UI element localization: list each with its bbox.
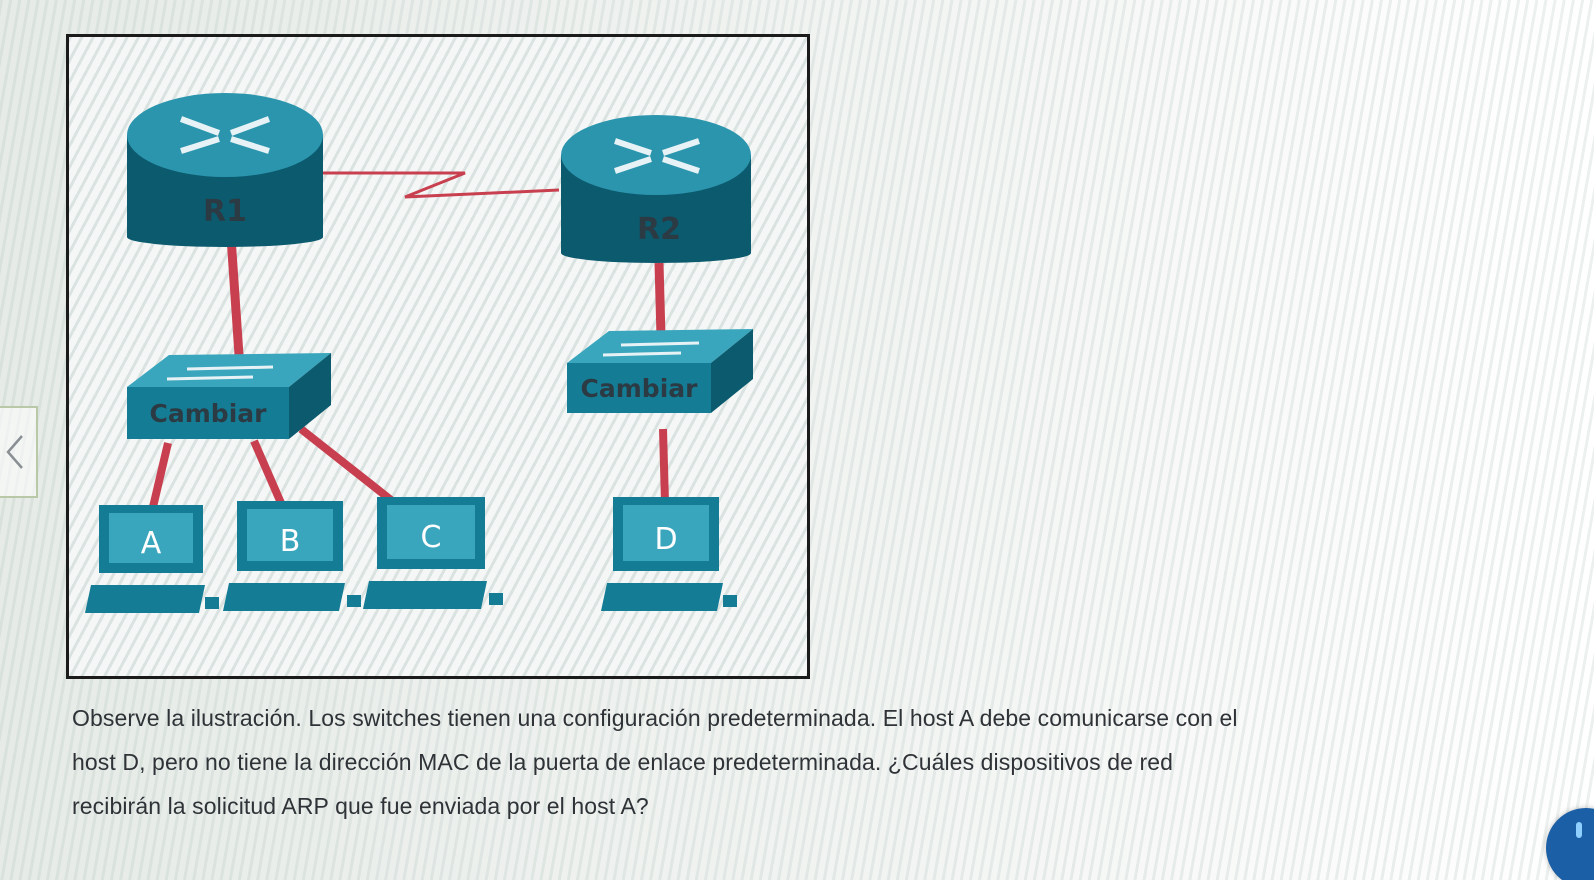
switch-label: Cambiar [581, 374, 699, 403]
host-d: D [601, 497, 737, 611]
question-line-3: recibirán la solicitud ARP que fue envia… [72, 793, 649, 819]
router-r2: R2 [561, 115, 751, 263]
link-switch-host-a [149, 442, 172, 508]
switch-2: Cambiar [567, 329, 753, 413]
switch-arrows-icon [166, 365, 274, 381]
host-b: B [223, 501, 361, 611]
wan-link [321, 171, 560, 199]
host-label: D [654, 522, 677, 557]
router-label: R2 [637, 212, 681, 247]
switch-label: Cambiar [150, 399, 268, 428]
switch-1: Cambiar [127, 353, 331, 439]
question-line-2: host D, pero no tiene la dirección MAC d… [72, 749, 1174, 775]
link-r1-switch [226, 236, 244, 356]
router-arrows-icon [179, 116, 271, 154]
switch-arrows-icon [602, 341, 700, 357]
host-a: A [85, 505, 219, 613]
router-r1: R1 [127, 93, 323, 247]
host-label: A [141, 526, 162, 561]
link-switch-host-c [298, 425, 394, 504]
link-switch2-host-d [659, 428, 669, 504]
previous-button[interactable] [0, 406, 38, 498]
router-label: R1 [203, 194, 247, 229]
router-arrows-icon [614, 138, 700, 174]
question-text: Observe la ilustración. Los switches tie… [72, 696, 1572, 828]
host-label: B [280, 524, 301, 559]
chevron-left-icon [6, 435, 23, 469]
link-r2-switch [654, 262, 666, 338]
link-switch-host-b [250, 439, 285, 505]
question-line-1: Observe la ilustración. Los switches tie… [72, 705, 1238, 731]
network-diagram: R1 R2 Cambiar [66, 34, 810, 679]
host-c: C [363, 497, 503, 609]
host-label: C [421, 520, 442, 555]
